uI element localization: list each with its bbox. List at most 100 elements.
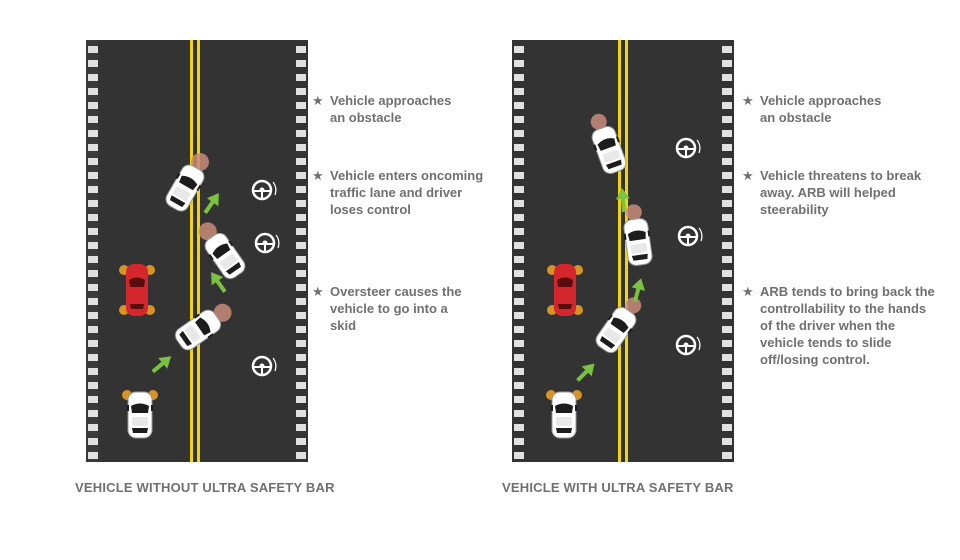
note-text: Oversteer causes the vehicle to go into … <box>330 284 462 333</box>
edge-dash <box>722 284 732 291</box>
edge-dash <box>514 326 524 333</box>
edge-dash <box>296 158 306 165</box>
edge-dash <box>722 326 732 333</box>
edge-dash <box>722 340 732 347</box>
edge-dash <box>514 74 524 81</box>
edge-dash <box>722 452 732 459</box>
edge-dash <box>722 270 732 277</box>
edge-dash <box>514 88 524 95</box>
road-scene-with-bar <box>512 40 734 462</box>
edge-dash <box>296 438 306 445</box>
edge-dash <box>88 396 98 403</box>
caption-without-bar: VEHICLE WITHOUT ULTRA SAFETY BAR <box>75 480 335 495</box>
edge-dash <box>722 438 732 445</box>
edge-dash <box>88 382 98 389</box>
edge-dash <box>722 368 732 375</box>
edge-dash <box>722 200 732 207</box>
edge-dash <box>514 102 524 109</box>
edge-dash <box>514 130 524 137</box>
edge-dash <box>88 368 98 375</box>
edge-dash <box>722 298 732 305</box>
edge-dash <box>88 256 98 263</box>
edge-dash <box>514 116 524 123</box>
edge-dash <box>296 186 306 193</box>
edge-dash <box>88 452 98 459</box>
star-icon: ★ <box>312 168 324 183</box>
edge-dash <box>296 144 306 151</box>
edge-dash <box>296 424 306 431</box>
edge-dash <box>88 354 98 361</box>
edge-dash <box>296 354 306 361</box>
edge-dash <box>88 312 98 319</box>
edge-dash <box>514 200 524 207</box>
edge-dash <box>88 130 98 137</box>
car-corrected <box>591 297 642 357</box>
note-text: Vehicle enters oncoming traffic lane and… <box>330 168 484 217</box>
edge-dash <box>296 242 306 249</box>
edge-dash <box>514 186 524 193</box>
edge-dash <box>722 242 732 249</box>
car-oncoming-lane <box>161 153 209 215</box>
edge-dash <box>296 312 306 319</box>
edge-dashes-left <box>88 46 98 459</box>
edge-dash <box>514 382 524 389</box>
star-icon: ★ <box>742 284 754 299</box>
note-text: Vehicle approaches an obstacle <box>330 93 452 125</box>
edge-dash <box>88 60 98 67</box>
edge-dash <box>514 340 524 347</box>
note-arb-control: ★ ARB tends to bring back the controllab… <box>742 283 940 368</box>
center-double-line <box>190 40 200 462</box>
red-car-obstacle <box>547 264 583 316</box>
edge-dash <box>296 340 306 347</box>
edge-dash <box>722 382 732 389</box>
edge-dash <box>514 144 524 151</box>
edge-dash <box>722 116 732 123</box>
edge-dash <box>514 438 524 445</box>
note-text: Vehicle approaches an obstacle <box>760 93 882 125</box>
edge-dash <box>722 424 732 431</box>
car-oversteer <box>198 222 250 283</box>
edge-dash <box>88 326 98 333</box>
edge-dash <box>88 102 98 109</box>
edge-dash <box>296 284 306 291</box>
road-asphalt <box>512 40 734 462</box>
note-text: ARB tends to bring back the controllabil… <box>760 284 935 367</box>
edge-dash <box>88 116 98 123</box>
edge-dash <box>722 130 732 137</box>
edge-dash <box>88 88 98 95</box>
note-break-away: ★ Vehicle threatens to break away. ARB w… <box>742 167 940 218</box>
edge-dash <box>722 410 732 417</box>
edge-dash <box>88 438 98 445</box>
edge-dash <box>514 270 524 277</box>
edge-dash <box>514 452 524 459</box>
edge-dash <box>722 256 732 263</box>
note-oversteer: ★ Oversteer causes the vehicle to go int… <box>312 283 470 334</box>
edge-dash <box>296 172 306 179</box>
edge-dash <box>296 130 306 137</box>
car-start <box>546 390 582 439</box>
edge-dashes-right <box>296 46 306 459</box>
edge-dash <box>296 410 306 417</box>
edge-dash <box>514 298 524 305</box>
edge-dash <box>722 186 732 193</box>
edge-dash <box>514 242 524 249</box>
edge-dash <box>88 186 98 193</box>
car-approach <box>588 113 630 177</box>
edge-dash <box>296 116 306 123</box>
edge-dash <box>514 410 524 417</box>
edge-dash <box>88 410 98 417</box>
note-approach: ★ Vehicle approaches an obstacle <box>312 92 460 126</box>
edge-dash <box>88 46 98 53</box>
edge-dash <box>722 60 732 67</box>
edge-dash <box>722 144 732 151</box>
center-double-line <box>618 40 628 462</box>
edge-dash <box>296 382 306 389</box>
edge-dash <box>722 158 732 165</box>
edge-dash <box>514 256 524 263</box>
edge-dash <box>514 158 524 165</box>
edge-dash <box>88 242 98 249</box>
edge-dash <box>296 200 306 207</box>
edge-dash <box>88 424 98 431</box>
star-icon: ★ <box>742 93 754 108</box>
edge-dash <box>722 214 732 221</box>
